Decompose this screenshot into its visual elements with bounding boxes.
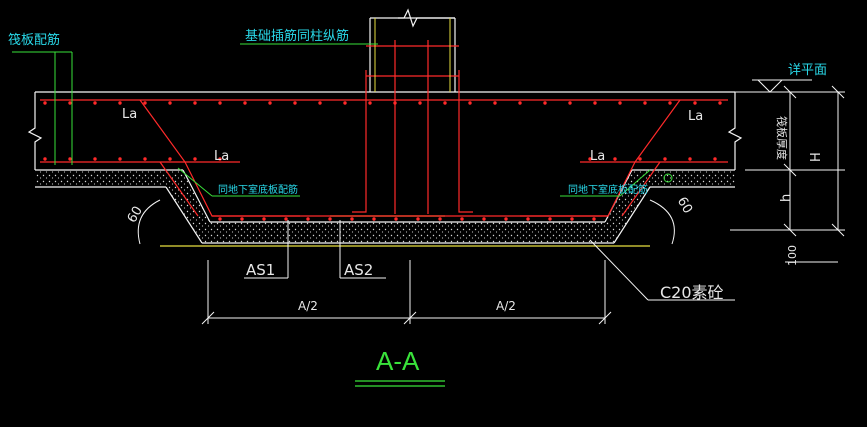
rebar-dot [613,157,617,161]
rebar-dot [460,217,464,221]
rebar-dot [168,157,172,161]
rebar-dot [343,101,347,105]
rebar-dot [493,101,497,105]
label-as1: AS1 [246,261,275,279]
rebar-dot [482,217,486,221]
rebar-dot [593,101,597,105]
rebar-dot [518,101,522,105]
label-basement-rebar-right: 同地下室底板配筋 [568,183,648,196]
label-half-a-left: A/2 [298,299,318,313]
section-title: A-A [376,346,420,376]
rebar-dot [643,101,647,105]
label-la-1: La [122,107,137,122]
label-h: h [779,194,794,202]
rebar-dot [548,217,552,221]
rebar-dot [93,157,97,161]
label-la-4: La [688,109,703,124]
rebar-dot [243,101,247,105]
concrete-cushion [35,170,735,243]
rebar-dot [688,157,692,161]
rebar-dot [306,217,310,221]
rebar-dot [240,217,244,221]
rebar-dot [268,101,272,105]
label-angle-right: 60 [674,195,695,217]
rebar-dot [43,157,47,161]
white-leaders [137,79,845,325]
rebar-dot [218,217,222,221]
rebar-dot [68,101,72,105]
rebar-dot [318,101,322,105]
rebar-dot [68,157,72,161]
rebar-dot [468,101,472,105]
column-yellow-bars [374,18,451,92]
marker-circle [663,173,673,183]
rebar-dot [504,217,508,221]
rebar-lines [40,40,728,217]
rebar-dot [438,217,442,221]
rebar-dot [193,157,197,161]
rebar-dot [143,101,147,105]
leader-lines [12,43,651,197]
rebar-dot [668,101,672,105]
rebar-dot [350,217,354,221]
rebar-dots [43,101,722,221]
rebar-dot [592,217,596,221]
rebar-dot [93,101,97,105]
rebar-dot [568,101,572,105]
rebar-dot [293,101,297,105]
label-angle-left: 60 [125,204,146,226]
label-raft-thickness: 筏板厚度 [775,116,789,160]
label-as2: AS2 [344,261,373,279]
label-la-3: La [590,149,605,164]
rebar-dot [168,101,172,105]
label-dim-100: 100 [786,245,799,266]
rebar-dot [526,217,530,221]
rebar-dot [418,101,422,105]
rebar-dot [416,217,420,221]
label-concrete: C20素砼 [660,283,724,302]
rebar-dot [328,217,332,221]
rebar-dot [284,217,288,221]
rebar-dot [118,101,122,105]
rebar-dot [218,101,222,105]
rebar-dot [193,101,197,105]
rebar-dot [638,157,642,161]
label-finished-floor: 详平面 [788,63,827,78]
rebar-dot [693,101,697,105]
label-la-2: La [214,149,229,164]
rebar-dot [262,217,266,221]
rebar-dot [143,157,147,161]
label-half-a-right: A/2 [496,299,516,313]
rebar-dot [543,101,547,105]
rebar-dot [118,157,122,161]
rebar-dot [393,101,397,105]
rebar-dot [394,217,398,221]
break-symbols [27,8,743,170]
label-basement-rebar-left: 同地下室底板配筋 [218,183,298,196]
rebar-dot [588,157,592,161]
rebar-dot [618,101,622,105]
label-H: H [809,152,824,162]
rebar-dot [368,101,372,105]
rebar-dot [372,217,376,221]
rebar-dot [218,157,222,161]
rebar-dot [570,217,574,221]
rebar-dot [663,157,667,161]
label-column-rebar: 基础插筋同柱纵筋 [245,28,349,44]
rebar-dot [718,101,722,105]
rebar-dot [43,101,47,105]
rebar-dot [713,157,717,161]
rebar-dot [443,101,447,105]
label-raft-reinforcement: 筏板配筋 [8,32,60,48]
